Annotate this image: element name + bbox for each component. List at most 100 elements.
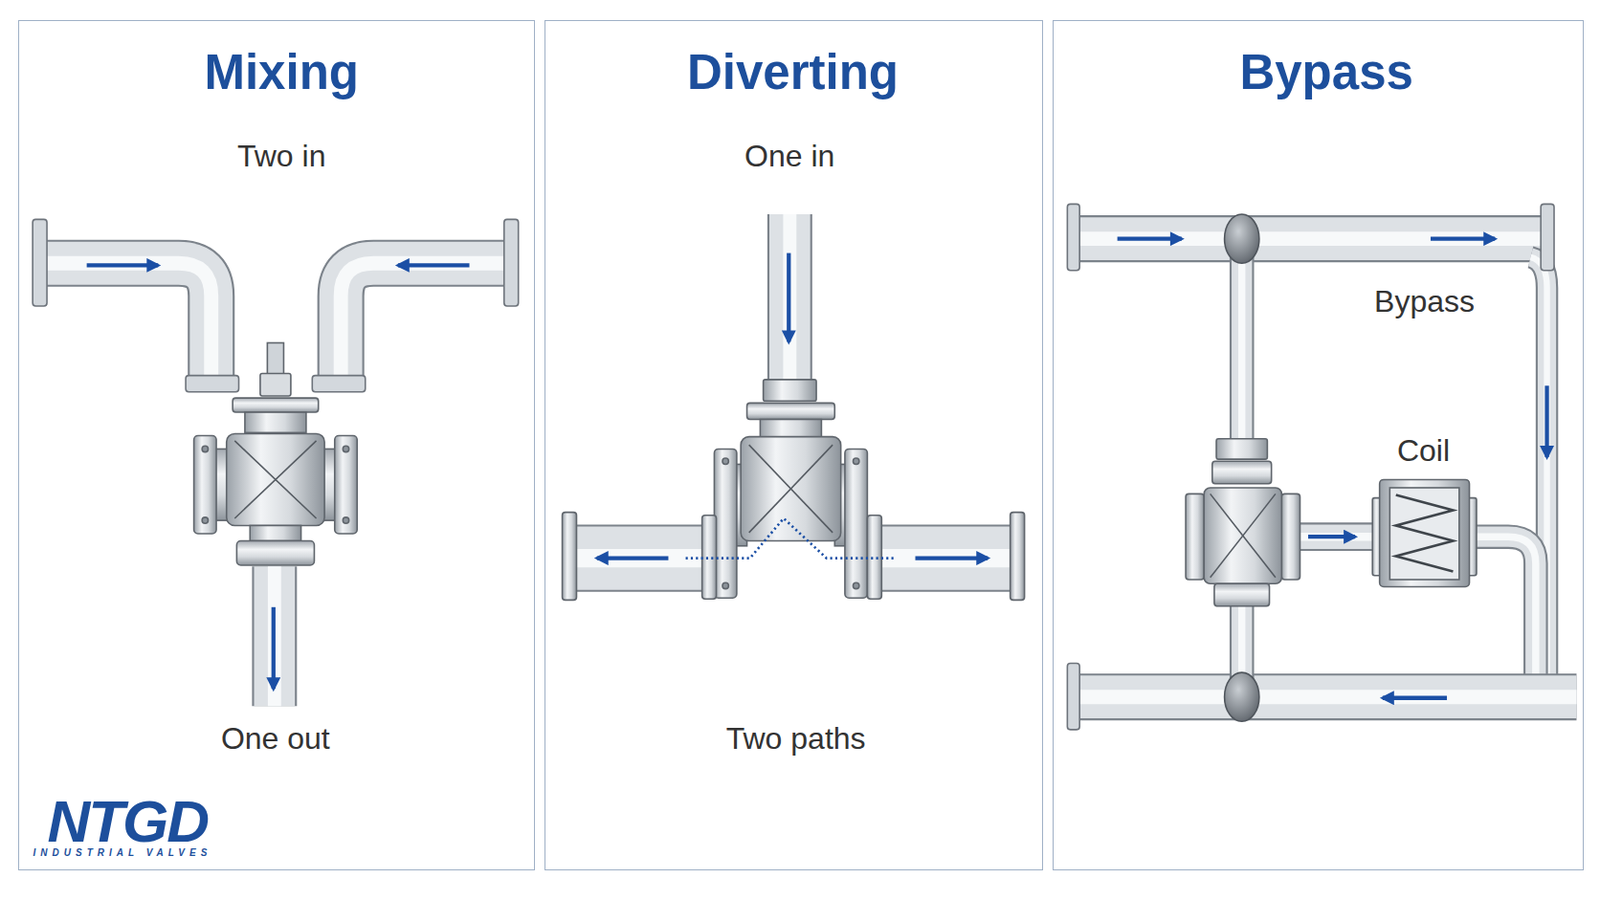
pipe bbox=[1231, 606, 1252, 681]
flow-label: Two paths bbox=[726, 722, 867, 756]
pipe bbox=[1079, 217, 1541, 261]
diverting-valve bbox=[763, 379, 817, 401]
brand-tagline: INDUSTRIAL VALVES bbox=[33, 847, 213, 859]
coil-symbol bbox=[1389, 488, 1460, 580]
pipe bbox=[1300, 524, 1380, 550]
pipe bbox=[866, 549, 1010, 568]
mixing-valve bbox=[234, 441, 316, 519]
bypass-valve bbox=[1210, 493, 1276, 578]
diverting-valve bbox=[749, 444, 833, 534]
flow-arrow bbox=[1308, 534, 1356, 539]
pipe bbox=[46, 263, 212, 380]
pipe-flange bbox=[1066, 663, 1080, 730]
diverting-valve bbox=[852, 582, 859, 589]
pipe bbox=[769, 214, 811, 384]
pipe-flange bbox=[1066, 203, 1555, 730]
diverting-valve bbox=[844, 448, 867, 599]
pipe bbox=[1300, 533, 1380, 542]
pipe-flange bbox=[32, 219, 519, 392]
flow-arrow bbox=[597, 555, 669, 560]
flow-arrow bbox=[1382, 696, 1447, 701]
mixing-valve bbox=[234, 441, 316, 519]
mixing-valve bbox=[260, 373, 291, 396]
coil-box: Coil bbox=[1380, 480, 1471, 588]
bypass-panel: BypassCoil bbox=[1052, 20, 1583, 870]
bypass-valve bbox=[1185, 493, 1204, 580]
diverting-panel: DivertingOne in Two paths bbox=[544, 20, 1043, 870]
pipe bbox=[1229, 606, 1255, 681]
diverting-valve bbox=[747, 402, 836, 420]
pipe-flange bbox=[1540, 203, 1555, 270]
pipe-flange bbox=[311, 376, 365, 393]
pipe bbox=[866, 527, 1010, 591]
pipe bbox=[254, 566, 296, 707]
diverting-valve bbox=[852, 458, 859, 465]
pipe bbox=[1229, 257, 1255, 442]
diverting-valve bbox=[749, 444, 833, 534]
pipe bbox=[1079, 675, 1577, 719]
flow-arrow bbox=[87, 265, 470, 689]
pipe bbox=[1079, 239, 1577, 698]
bypass-valve bbox=[1210, 493, 1276, 578]
pipe bbox=[576, 527, 714, 591]
pipe bbox=[340, 263, 505, 380]
pipe-flange bbox=[504, 219, 519, 307]
mixing-valve bbox=[266, 342, 284, 376]
pipe bbox=[782, 214, 797, 384]
mixing-valve bbox=[232, 398, 319, 413]
coil-symbol bbox=[1379, 479, 1470, 587]
diverting-valve bbox=[713, 448, 736, 599]
mixing-valve bbox=[201, 445, 208, 452]
mixing-valve bbox=[201, 517, 208, 524]
tee-joint bbox=[1224, 214, 1260, 264]
diverting-valve bbox=[866, 515, 882, 600]
pipe-flange bbox=[185, 376, 239, 393]
pipe bbox=[1300, 522, 1380, 552]
diverting-valve bbox=[562, 512, 578, 601]
flow-arrow bbox=[1117, 239, 1548, 699]
diverting-valve bbox=[759, 419, 822, 438]
diverting-valve bbox=[1010, 512, 1025, 601]
flow-arrow bbox=[1544, 385, 1549, 458]
flow-path bbox=[686, 518, 897, 559]
mixing-valve bbox=[334, 436, 357, 534]
pipe bbox=[340, 263, 505, 380]
flow-arrow bbox=[1117, 237, 1182, 242]
brand-logo: NTGD bbox=[46, 789, 208, 855]
pipe bbox=[1238, 257, 1245, 442]
pipe bbox=[1238, 606, 1245, 681]
pipe bbox=[1079, 215, 1541, 263]
bypass-valve bbox=[1216, 439, 1267, 460]
panel-title: Bypass bbox=[1239, 45, 1413, 100]
bypass-valve bbox=[1185, 439, 1300, 607]
mixing-valve bbox=[194, 436, 217, 534]
flow-label: One out bbox=[221, 722, 331, 756]
pipe bbox=[866, 524, 1010, 592]
pipe bbox=[1469, 536, 1536, 682]
flow-arrow bbox=[271, 607, 276, 689]
pipe bbox=[251, 566, 297, 707]
pipe bbox=[576, 524, 714, 592]
flow-arrow bbox=[87, 263, 159, 267]
coil-symbol bbox=[1372, 479, 1477, 587]
pipe bbox=[46, 263, 505, 707]
mixing-valve bbox=[249, 525, 301, 541]
pipe bbox=[1231, 257, 1252, 442]
diverting-valve bbox=[702, 515, 717, 600]
flow-arrow bbox=[914, 555, 988, 560]
mixing-valve bbox=[194, 342, 358, 566]
pipe bbox=[767, 214, 813, 384]
mixing-panel: MixingTwo inOne out bbox=[18, 20, 535, 870]
pipe bbox=[576, 549, 714, 568]
mixing-valve bbox=[236, 540, 314, 566]
pipe-flange bbox=[1066, 203, 1080, 270]
flow-arrow bbox=[398, 263, 470, 267]
mixing-valve bbox=[342, 517, 349, 524]
flow-arrow bbox=[786, 253, 791, 343]
pipe-flange bbox=[32, 219, 47, 307]
pipe bbox=[1079, 673, 1577, 721]
diverting-valve bbox=[562, 379, 1025, 600]
flow-label: One in bbox=[744, 140, 835, 175]
panel-title: Diverting bbox=[687, 45, 899, 100]
